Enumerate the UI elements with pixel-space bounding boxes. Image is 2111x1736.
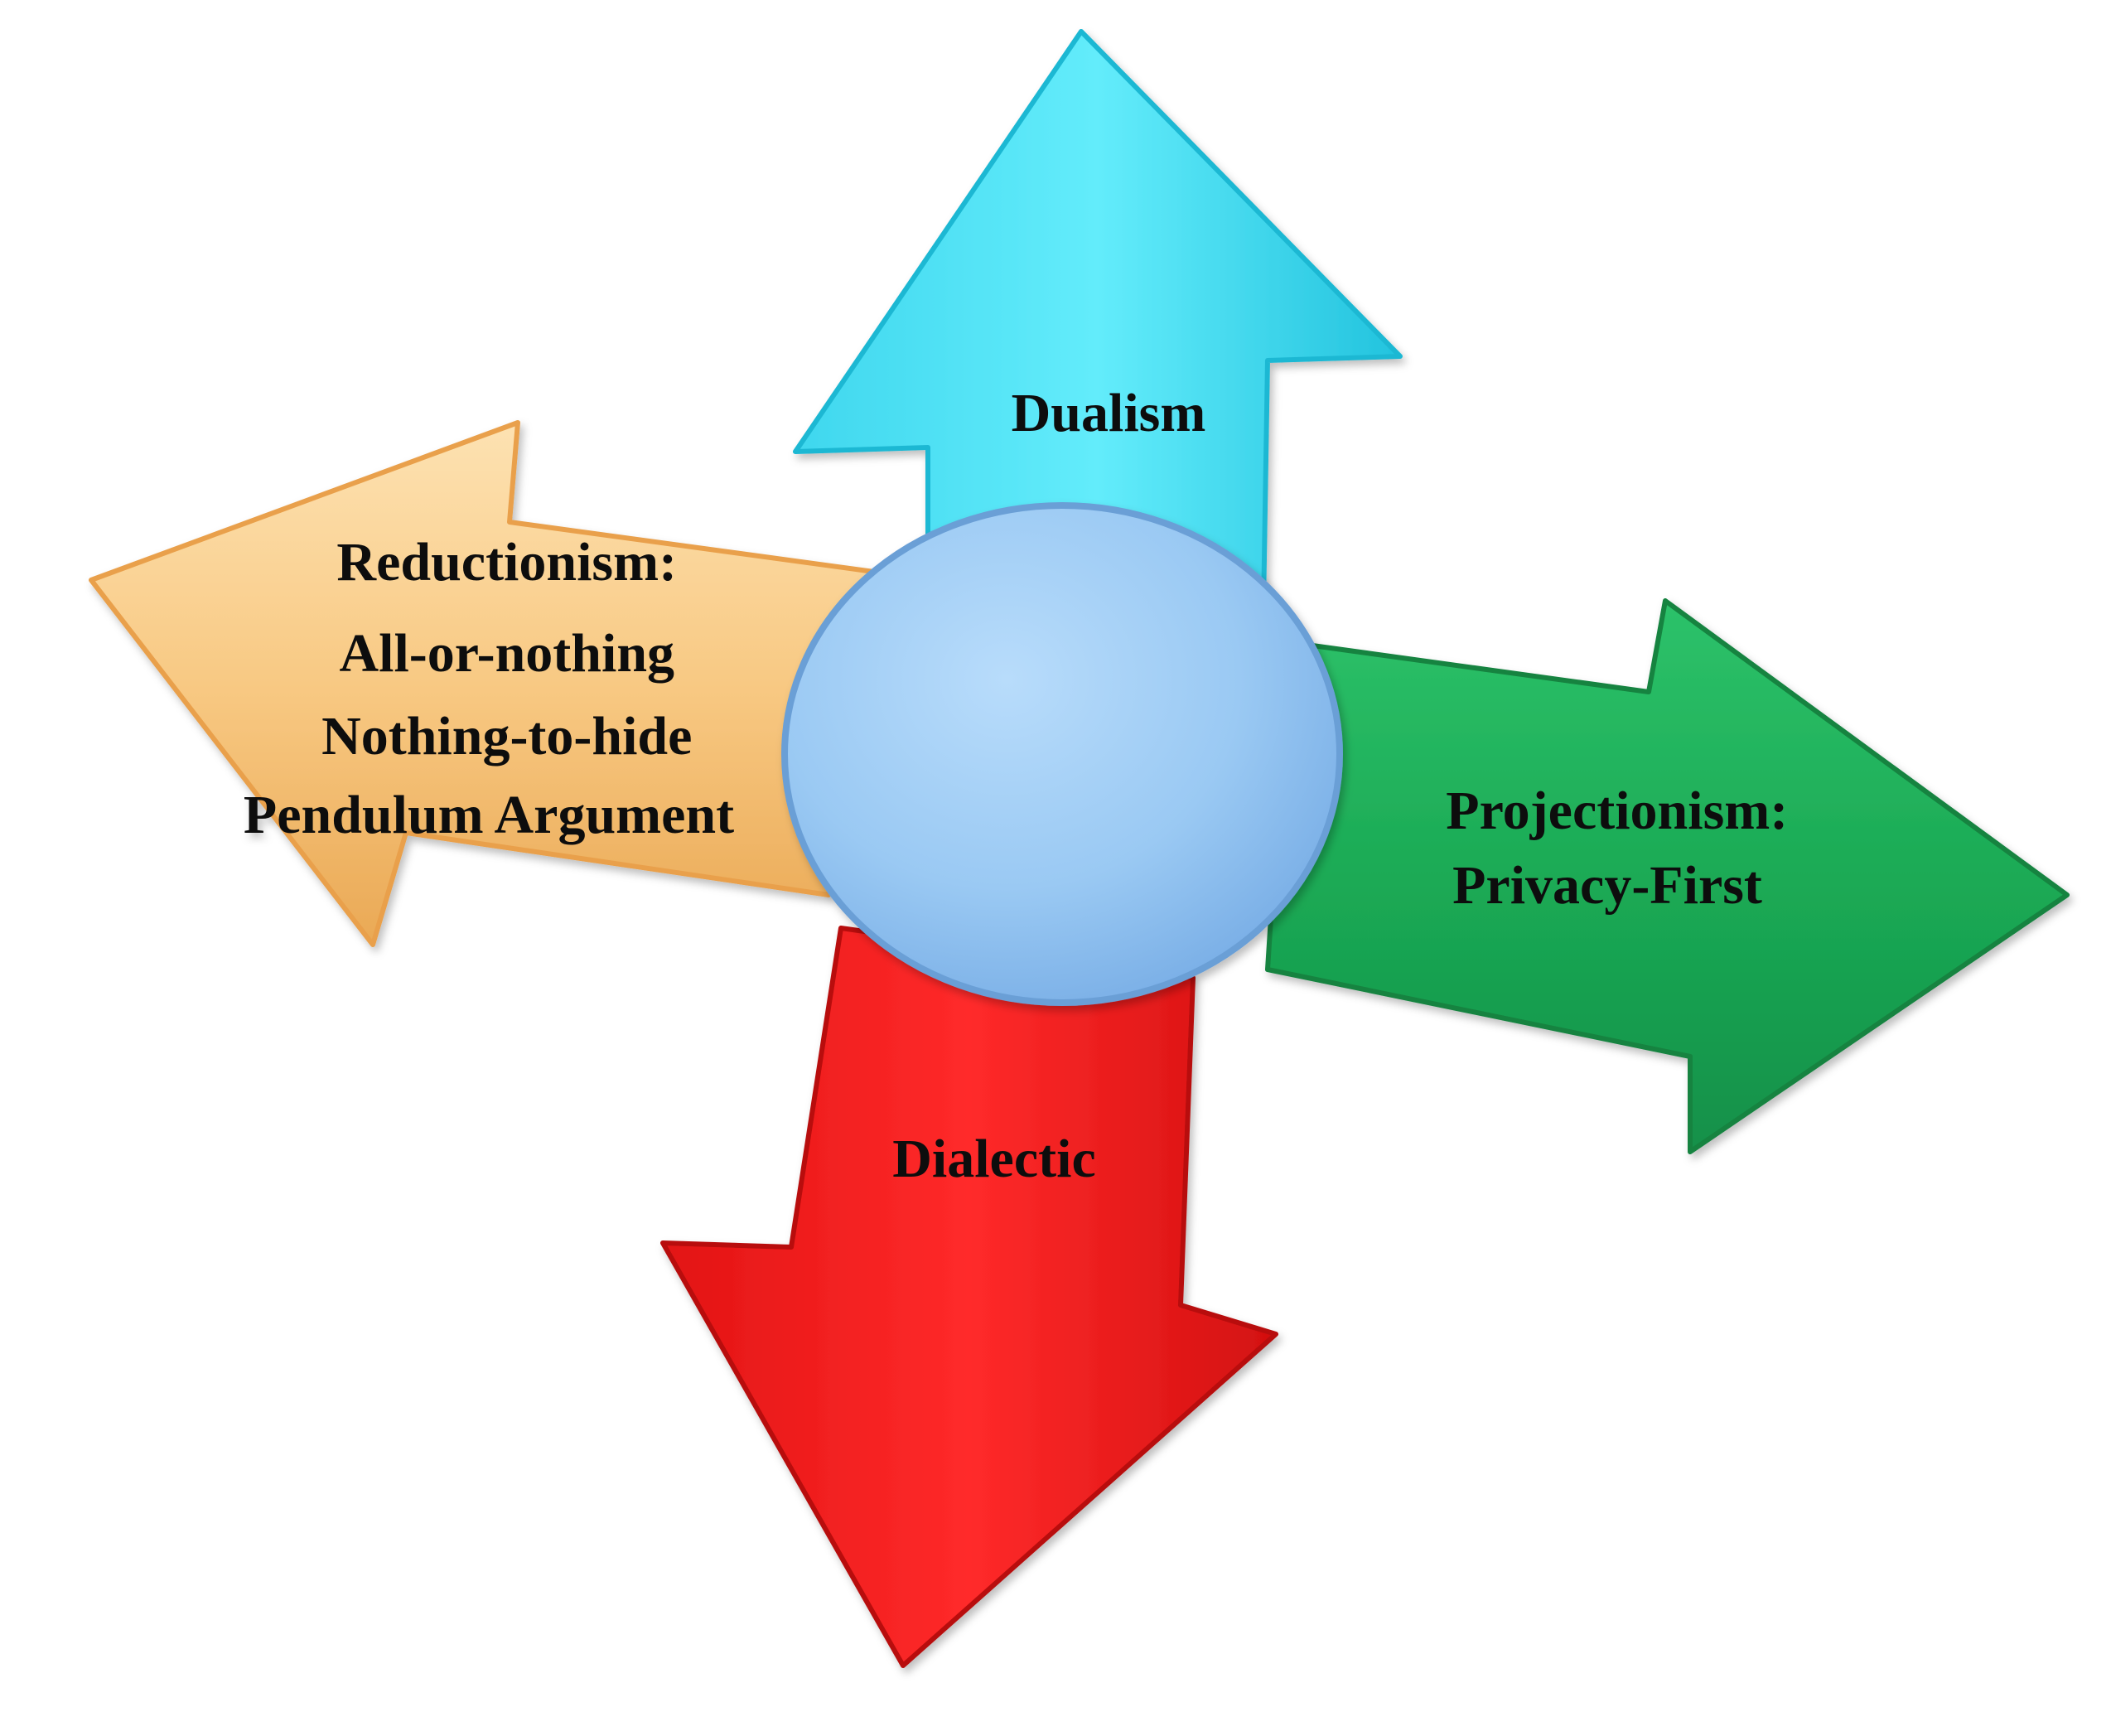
- left-label-line-1: Reductionism:: [336, 532, 677, 592]
- center-circle-shape: [781, 502, 1343, 1006]
- center-circle: [781, 502, 1343, 1006]
- arrow-left-reductionism: Reductionism: All-or-nothing Nothing-to-…: [89, 420, 877, 947]
- left-label-line-2: All-or-nothing: [339, 623, 674, 684]
- arrow-down-shape: [660, 926, 1278, 1668]
- down-label-line-1: Dialectic: [892, 1129, 1096, 1189]
- arrow-right-label: Projectionism: Privacy-First: [1446, 781, 1801, 916]
- left-label-line-3: Nothing-to-hide: [321, 706, 692, 766]
- up-label-line-1: Dualism: [1012, 383, 1206, 443]
- arrow-down-label: Dialectic: [892, 1129, 1096, 1189]
- arrow-right-shape: [1265, 598, 2070, 1154]
- arrow-right-projectionism: Projectionism: Privacy-First: [1265, 598, 2070, 1154]
- arrow-up-shape: [793, 29, 1403, 612]
- arrow-up-label: Dualism: [1012, 383, 1206, 443]
- arrow-left-label: Reductionism: All-or-nothing Nothing-to-…: [244, 532, 734, 845]
- left-label-line-4: Pendulum Argument: [244, 785, 734, 845]
- arrow-down-dialectic: Dialectic: [660, 926, 1278, 1668]
- right-label-line-1: Projectionism:: [1446, 781, 1788, 841]
- arrow-up-dualism: Dualism: [793, 29, 1403, 612]
- right-label-line-2: Privacy-First: [1452, 855, 1762, 916]
- arrow-left-shape: [89, 420, 877, 947]
